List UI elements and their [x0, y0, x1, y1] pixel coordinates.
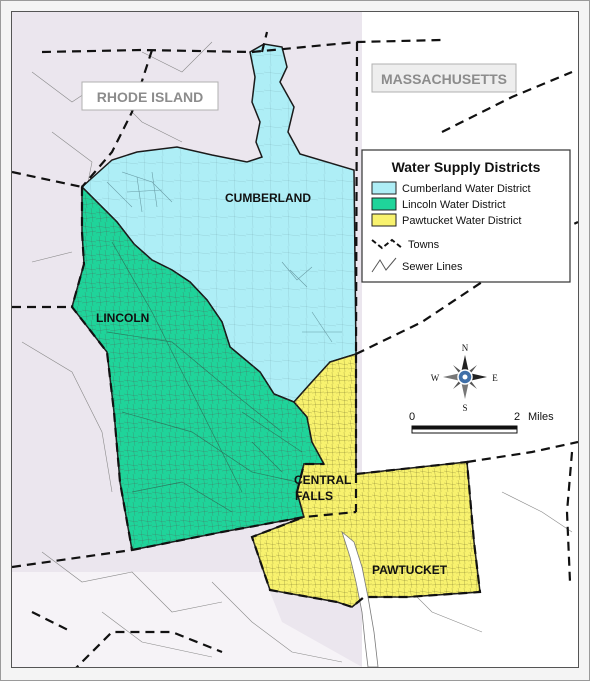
legend-label-cumberland: Cumberland Water District	[402, 183, 531, 195]
cumberland-sewer-cluster	[106, 171, 342, 343]
rhode-island-label-box: RHODE ISLAND	[81, 81, 219, 111]
scale-end: 2	[514, 411, 520, 423]
compass-n: N	[462, 343, 469, 353]
central-falls-label-line2: FALLS	[295, 489, 333, 503]
legend-sewer-symbol	[371, 257, 397, 273]
compass-s: S	[462, 403, 467, 413]
compass-rose: N S E W	[431, 343, 499, 413]
legend-swatch-pawtucket	[371, 213, 397, 227]
legend-label-lincoln: Lincoln Water District	[402, 199, 506, 211]
legend-label-sewer: Sewer Lines	[402, 261, 463, 273]
lincoln-sewer-lines	[106, 241, 303, 513]
pawtucket-label: PAWTUCKET	[372, 563, 448, 577]
legend-label-towns: Towns	[408, 239, 440, 251]
lincoln-label: LINCOLN	[96, 311, 149, 325]
massachusetts-label: MASSACHUSETTS	[381, 71, 507, 87]
map-frame: RHODE ISLAND MASSACHUSETTS CUMBERLAND LI…	[11, 11, 579, 668]
legend-towns-symbol	[371, 238, 403, 250]
scale-bar: 0 2 Miles	[409, 411, 554, 434]
legend-swatch-cumberland	[371, 181, 397, 195]
rhode-island-label: RHODE ISLAND	[97, 89, 204, 105]
lincoln-streets	[72, 187, 324, 550]
legend-title: Water Supply Districts	[392, 159, 541, 175]
cumberland-label: CUMBERLAND	[225, 191, 311, 205]
compass-e: E	[492, 373, 498, 383]
scale-start: 0	[409, 411, 415, 423]
legend-label-pawtucket: Pawtucket Water District	[402, 215, 521, 227]
cumberland-streets	[82, 44, 356, 402]
legend: Water Supply Districts Cumberland Water …	[361, 149, 571, 283]
pawtucket-streets	[252, 354, 480, 607]
town-boundaries	[12, 31, 578, 667]
legend-swatch-lincoln	[371, 197, 397, 211]
south-white-area	[12, 572, 362, 667]
central-falls-label-line1: CENTRAL	[294, 473, 351, 487]
compass-w: W	[431, 373, 440, 383]
water-district-map: RHODE ISLAND MASSACHUSETTS CUMBERLAND LI…	[12, 12, 578, 667]
scale-unit: Miles	[528, 411, 554, 423]
massachusetts-label-box: MASSACHUSETTS	[371, 63, 517, 93]
